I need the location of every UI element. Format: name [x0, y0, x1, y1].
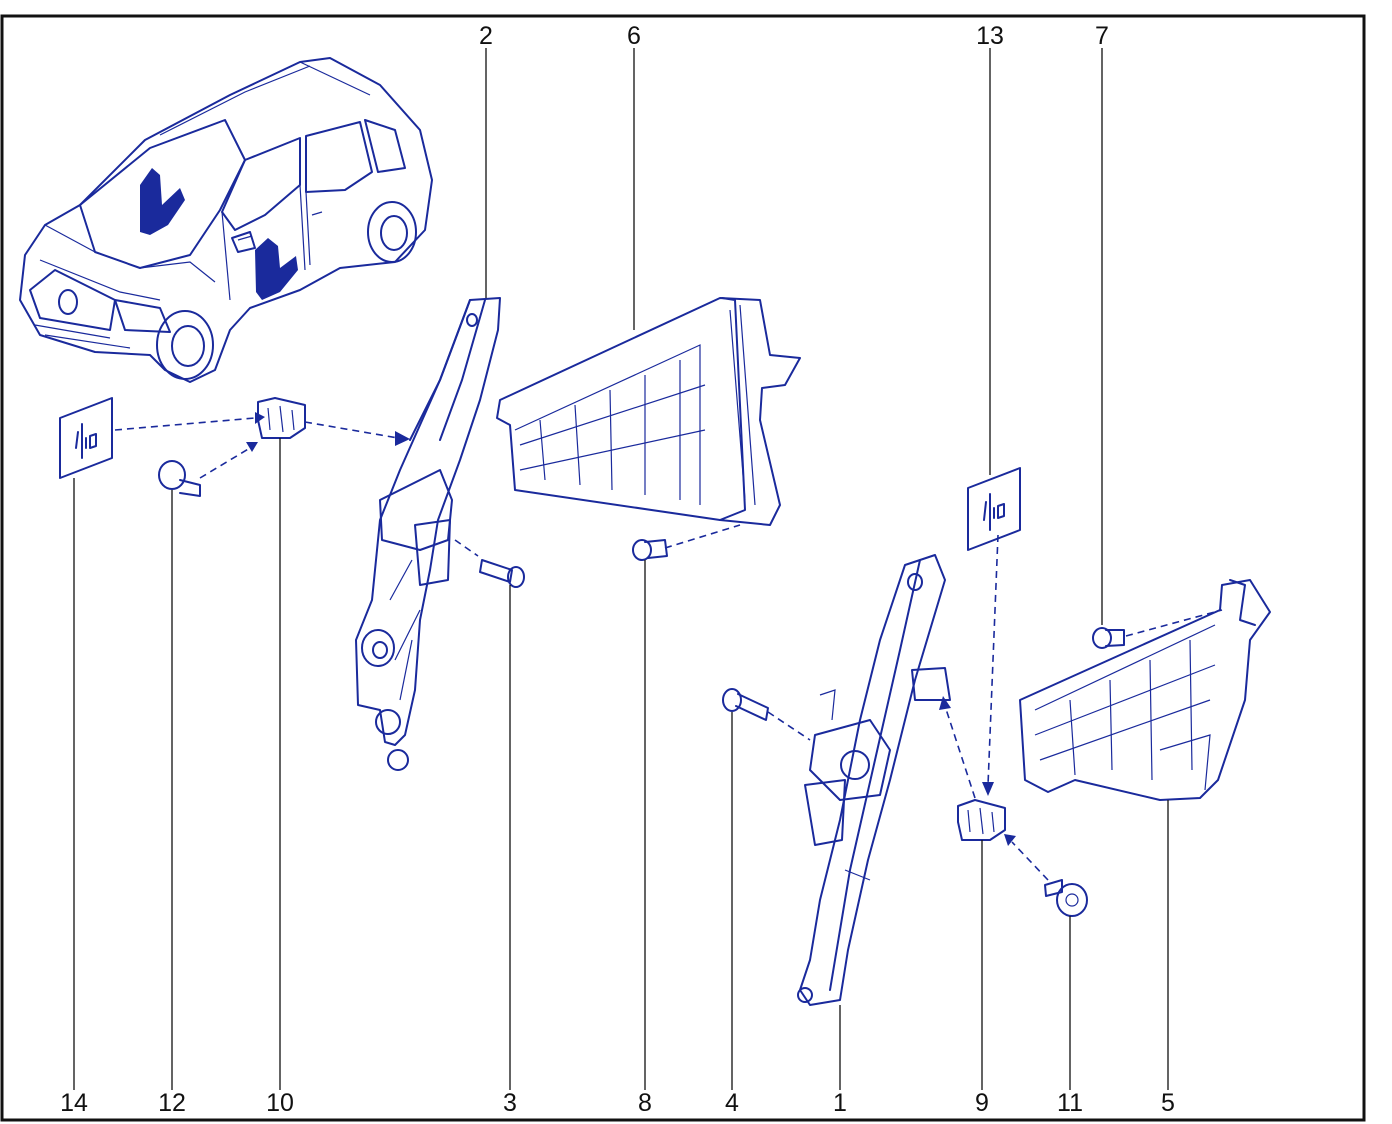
callout-7: 7 [1095, 22, 1109, 50]
callout-1: 1 [833, 1089, 847, 1117]
diagram-frame [0, 14, 1366, 1122]
bolt [1044, 879, 1088, 917]
callout-8: 8 [638, 1089, 652, 1117]
window-regulator-front [355, 297, 501, 771]
clip-right [957, 799, 1006, 841]
callout-13: 13 [976, 22, 1004, 50]
callout-9: 9 [975, 1089, 989, 1117]
callout-12: 12 [158, 1089, 186, 1117]
leader-lines [73, 48, 1169, 1090]
callout-10: 10 [266, 1089, 294, 1117]
bolt [722, 688, 769, 721]
bolt [1092, 627, 1125, 649]
door-panel-bracket-lower [1019, 579, 1271, 801]
clip-label-right [967, 467, 1021, 551]
window-regulator-rear [797, 554, 951, 1006]
clip-left [257, 397, 306, 439]
door-panel-bracket-upper [496, 297, 801, 526]
callout-6: 6 [627, 22, 641, 50]
vehicle-illustration [19, 57, 433, 383]
bolt [158, 460, 201, 497]
callout-4: 4 [725, 1089, 739, 1117]
callout-5: 5 [1161, 1089, 1175, 1117]
bolt [632, 539, 668, 561]
callout-2: 2 [479, 22, 493, 50]
assembly-arrows [114, 412, 1223, 881]
callout-3: 3 [503, 1089, 517, 1117]
callout-14: 14 [60, 1089, 88, 1117]
bolt [479, 559, 525, 588]
clip-label-left [59, 397, 113, 479]
callout-11: 11 [1057, 1089, 1083, 1117]
